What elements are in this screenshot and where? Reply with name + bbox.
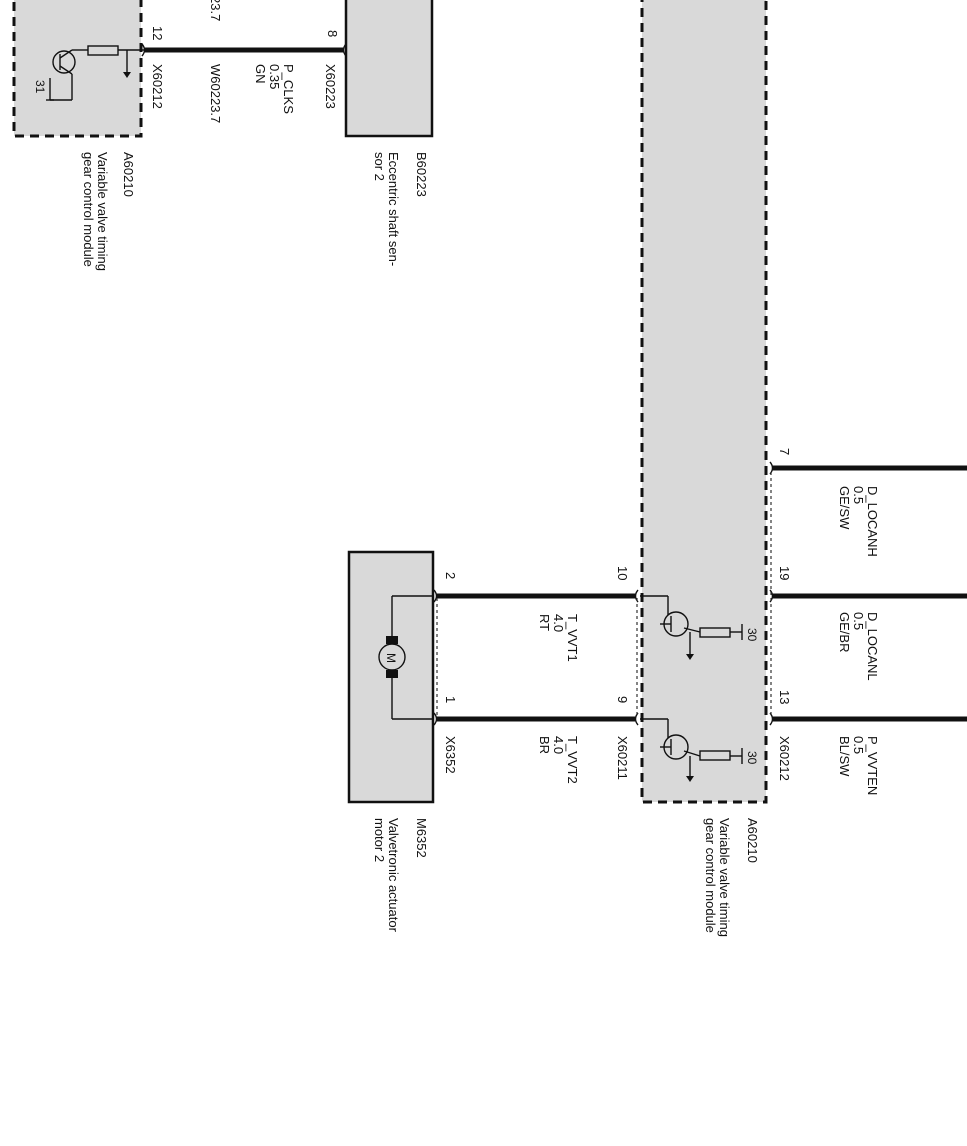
wire-color-vvten: BL/SW bbox=[837, 736, 852, 777]
wire-signal-locanl: D_LOCANL bbox=[865, 612, 880, 681]
module-a60210-main bbox=[640, 0, 768, 804]
b60223-code: B60223 bbox=[414, 152, 429, 197]
pin-8-top: 8 bbox=[325, 30, 340, 37]
pin-13-module: 13 bbox=[777, 690, 792, 704]
wire-signal-vvt1: T_VVT1 bbox=[565, 614, 580, 662]
a60210-top-name2: gear control module bbox=[81, 152, 96, 267]
wire-size-vvten: 0.5 bbox=[851, 736, 866, 754]
sensor-b60223 bbox=[344, 0, 434, 138]
a60210-main-name2: gear control module bbox=[703, 818, 718, 933]
module-transistor-1: 30 bbox=[640, 595, 759, 660]
wire-size-locanh: 0.5 bbox=[851, 486, 866, 504]
m6352-code: M6352 bbox=[414, 818, 429, 858]
wire-signal-clks: P_CLKS bbox=[281, 64, 296, 114]
wire-signal-vvten: P_VVTEN bbox=[865, 736, 880, 795]
motor-m6352: M bbox=[347, 550, 435, 804]
wire-color-vvt2: BR bbox=[537, 736, 552, 754]
pin-7-module: 7 bbox=[777, 448, 792, 455]
a60210-main-code: A60210 bbox=[745, 818, 760, 863]
supply-30-b: 30 bbox=[745, 751, 759, 765]
m6352-name2: motor 2 bbox=[372, 818, 387, 862]
wire-ref-right: W60223.7 bbox=[208, 64, 223, 123]
a60210-top-code: A60210 bbox=[121, 152, 136, 197]
pin-1-motor: 1 bbox=[443, 696, 458, 703]
wire-color-locanh: GE/SW bbox=[837, 486, 852, 530]
connector-x6352: X6352 bbox=[443, 736, 458, 774]
motor-symbol: M bbox=[384, 653, 398, 663]
connector-x60212-main: X60212 bbox=[777, 736, 792, 781]
pin-2-motor: 2 bbox=[443, 572, 458, 579]
wire-signal-vvt2: T_VVT2 bbox=[565, 736, 580, 784]
wire-size-vvt1: 4.0 bbox=[551, 614, 566, 632]
pin-9-module: 9 bbox=[615, 696, 630, 703]
supply-30-a: 30 bbox=[745, 628, 759, 642]
connector-x60212-top: X60212 bbox=[150, 64, 165, 109]
module-a60210-top: 31 bbox=[12, 0, 146, 138]
b60223-name2: sor 2 bbox=[372, 152, 387, 181]
wire-color-clks: GN bbox=[253, 64, 268, 84]
connector-x60223: X60223 bbox=[323, 64, 338, 109]
connector-x60211: X60211 bbox=[615, 736, 630, 780]
ground-label-31-top: 31 bbox=[33, 80, 47, 94]
pin-10-module: 10 bbox=[615, 566, 630, 580]
a60210-top-name1: Variable valve timing bbox=[95, 152, 110, 271]
pin-19-module: 19 bbox=[777, 566, 792, 580]
wire-color-locanl: GE/BR bbox=[837, 612, 852, 652]
a60210-main-name1: Variable valve timing bbox=[717, 818, 732, 937]
b60223-name1: Eccentric shaft sen- bbox=[386, 152, 401, 266]
module-transistor-2: 30 bbox=[640, 718, 759, 782]
pin-12-top: 12 bbox=[150, 26, 165, 40]
wire-color-vvt1: RT bbox=[537, 614, 552, 631]
wire-signal-locanh: D_LOCANH bbox=[865, 486, 880, 557]
wire-size-vvt2: 4.0 bbox=[551, 736, 566, 754]
m6352-name1: Valvetronic actuator bbox=[386, 818, 401, 933]
wire-size-clks: 0.35 bbox=[267, 64, 282, 89]
wire-ref-left: 23.7 bbox=[208, 0, 223, 21]
wire-size-locanl: 0.5 bbox=[851, 612, 866, 630]
